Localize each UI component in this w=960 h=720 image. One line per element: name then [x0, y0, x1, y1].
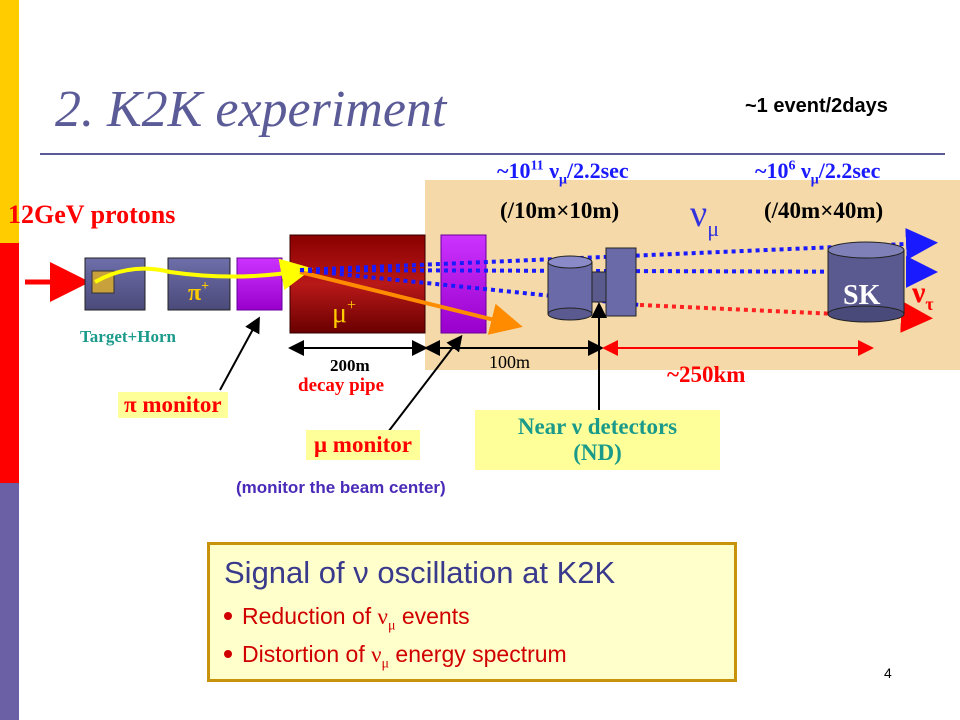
bullet-icon	[224, 611, 232, 620]
page-number: 4	[884, 665, 892, 681]
event-rate: ~1 event/2days	[745, 95, 888, 117]
target-horn-label: Target+Horn	[80, 327, 176, 346]
title-rule	[40, 153, 945, 155]
far-distance-label: ~250km	[667, 362, 746, 387]
signal-box: Signal of ν oscillation at K2K Reduction…	[207, 542, 737, 682]
horn-block	[167, 257, 231, 311]
decay-pipe-label: decay pipe	[298, 375, 385, 396]
side-bar-purple	[0, 483, 19, 720]
monitor-note: (monitor the beam center)	[236, 478, 446, 497]
sk-detector	[827, 241, 905, 323]
side-bar-red	[0, 243, 19, 483]
decay-pipe-block	[289, 234, 426, 334]
near-detector-cylinder	[547, 255, 593, 321]
far-flux: ~106 νμ/2.2sec	[755, 158, 881, 188]
slide-title: 2. K2K experiment	[55, 81, 447, 138]
nu-mu-label: νμ	[690, 193, 719, 241]
mu-monitor-pointer	[384, 334, 463, 437]
decay-pipe-length: 200m	[330, 356, 370, 375]
side-bar-yellow	[0, 0, 19, 243]
pi-monitor-block	[236, 257, 283, 311]
nu-tau-label: ντ	[911, 276, 934, 314]
pi-monitor-pointer	[219, 316, 260, 391]
mu-monitor-label: μ monitor	[306, 430, 420, 460]
near-detector-connector	[591, 271, 607, 303]
near-area: (/10m×10m)	[500, 198, 620, 223]
target-block	[84, 257, 146, 311]
pi-monitor-label: π monitor	[118, 392, 228, 418]
near-detector-block	[605, 247, 637, 317]
neutrino-beam-lower	[299, 268, 641, 307]
signal-item-reduction: Reduction of νμ events	[224, 603, 470, 635]
far-area: (/40m×40m)	[764, 198, 884, 223]
near-distance-label: 100m	[489, 352, 531, 372]
pion-trajectory	[94, 258, 313, 291]
muon-arrow	[299, 270, 523, 335]
mu-monitor-block	[440, 234, 487, 334]
sk-label: SK	[843, 280, 881, 311]
signal-item-distortion: Distortion of νμ energy spectrum	[224, 641, 567, 673]
protons-label: 12GeV protons	[8, 200, 176, 229]
near-detector-line1: Near ν detectors	[517, 414, 678, 439]
signal-title: Signal of ν oscillation at K2K	[224, 555, 616, 590]
near-detector-label: Near ν detectors (ND)	[475, 410, 720, 470]
near-detector-line2: (ND)	[573, 440, 622, 465]
near-flux: ~1011 νμ/2.2sec	[497, 158, 629, 188]
bullet-icon	[224, 649, 232, 658]
